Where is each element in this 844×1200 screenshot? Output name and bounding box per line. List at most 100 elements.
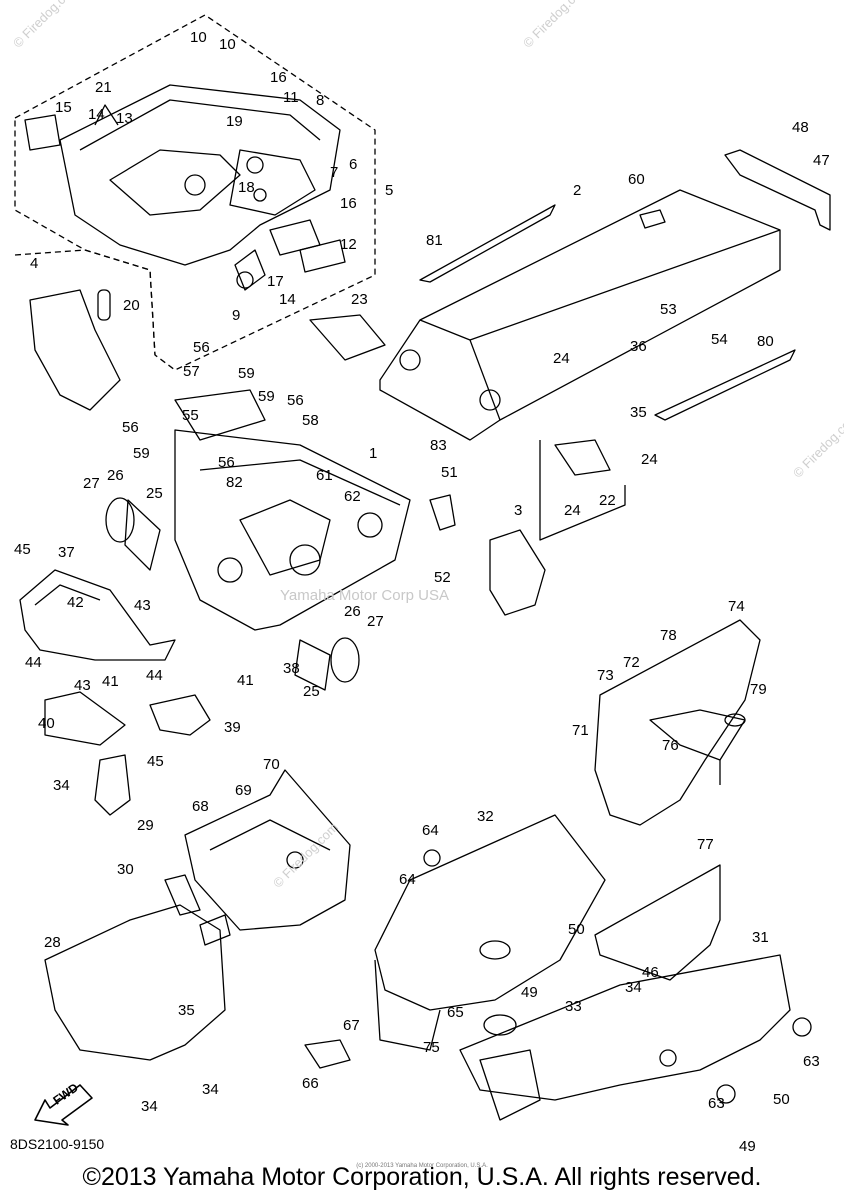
callout-label-56b: 56 (287, 392, 304, 409)
callout-label-26b: 26 (344, 603, 361, 620)
callout-label-25a: 25 (146, 485, 163, 502)
callout-label-61: 61 (316, 467, 333, 484)
callout-label-32: 32 (477, 808, 494, 825)
callout-label-24a: 24 (553, 350, 570, 367)
callout-label-60: 60 (628, 171, 645, 188)
callout-label-68: 68 (192, 798, 209, 815)
callout-label-83: 83 (430, 437, 447, 454)
callout-label-46: 46 (642, 964, 659, 981)
callout-label-73: 73 (597, 667, 614, 684)
callout-label-50b: 50 (773, 1091, 790, 1108)
callout-label-36: 36 (630, 338, 647, 355)
callout-label-27b: 27 (367, 613, 384, 630)
callout-label-41b: 41 (237, 672, 254, 689)
callout-label-18: 18 (238, 179, 255, 196)
callout-label-59a: 59 (238, 365, 255, 382)
group-5-dashed-outline (14, 14, 376, 371)
part-code: 8DS2100-9150 (10, 1136, 105, 1152)
callout-label-81: 81 (426, 232, 443, 249)
small-copyright: (c) 2000-2013 Yamaha Motor Corporation, … (356, 1163, 488, 1169)
callout-label-51: 51 (441, 464, 458, 481)
callout-label-3: 3 (514, 502, 523, 519)
lower-cowl-28 (44, 904, 226, 1061)
callout-label-14b: 14 (279, 291, 296, 308)
callout-label-47: 47 (813, 152, 830, 169)
callout-label-49a: 49 (521, 984, 538, 1001)
callout-label-14a: 14 (88, 106, 105, 123)
callout-label-7: 7 (330, 164, 339, 181)
callout-label-34d: 34 (141, 1098, 158, 1115)
callout-label-66: 66 (302, 1075, 319, 1092)
callout-label-62: 62 (344, 488, 361, 505)
callout-label-72: 72 (623, 654, 640, 671)
callout-label-56a: 56 (193, 339, 210, 356)
callout-label-57: 57 (183, 363, 200, 380)
callout-label-24b: 24 (641, 451, 658, 468)
strip-80 (654, 349, 796, 421)
callout-label-24c: 24 (564, 502, 581, 519)
callout-label-82: 82 (226, 474, 243, 491)
callout-label-75: 75 (423, 1039, 440, 1056)
callout-label-64b: 64 (399, 871, 416, 888)
callout-label-48: 48 (792, 119, 809, 136)
callout-label-78: 78 (660, 627, 677, 644)
front-frame-top (59, 84, 341, 266)
callout-label-43b: 43 (74, 677, 91, 694)
callout-label-63a: 63 (803, 1053, 820, 1070)
callout-label-17: 17 (267, 273, 284, 290)
callout-label-19: 19 (226, 113, 243, 130)
callout-label-43a: 43 (134, 597, 151, 614)
callout-label-27a: 27 (83, 475, 100, 492)
callout-label-34a: 34 (53, 777, 70, 794)
callout-label-56d: 56 (218, 454, 235, 471)
callout-label-29: 29 (137, 817, 154, 834)
callout-label-80: 80 (757, 333, 774, 350)
callout-label-13: 13 (116, 110, 133, 127)
callout-label-10a: 10 (190, 29, 207, 46)
callout-label-30: 30 (117, 861, 134, 878)
callout-label-39: 39 (224, 719, 241, 736)
callout-label-12: 12 (340, 236, 357, 253)
callout-label-5: 5 (385, 182, 394, 199)
callout-label-45a: 45 (14, 541, 31, 558)
callout-label-49b: 49 (739, 1138, 756, 1155)
strip-81 (419, 204, 556, 283)
callout-label-16a: 16 (270, 69, 287, 86)
bumper-37 (19, 569, 176, 661)
callout-label-15: 15 (55, 99, 72, 116)
callout-label-71: 71 (572, 722, 589, 739)
callout-label-4: 4 (30, 255, 39, 272)
callout-label-23: 23 (351, 291, 368, 308)
callout-label-21: 21 (95, 79, 112, 96)
callout-label-40: 40 (38, 715, 55, 732)
callout-label-37: 37 (58, 544, 75, 561)
callout-label-79: 79 (750, 681, 767, 698)
callout-label-35a: 35 (630, 404, 647, 421)
skid-31 (459, 954, 791, 1101)
callout-label-1: 1 (369, 445, 378, 462)
bracket-4 (29, 289, 121, 411)
callout-label-45b: 45 (147, 753, 164, 770)
center-watermark: Yamaha Motor Corp USA (280, 587, 449, 604)
bracket-3 (489, 529, 546, 616)
callout-label-63b: 63 (708, 1095, 725, 1112)
callout-label-6: 6 (349, 156, 358, 173)
fwd-arrow-icon (34, 1084, 93, 1126)
callout-label-20: 20 (123, 297, 140, 314)
panel-77 (594, 864, 721, 981)
callout-label-41a: 41 (102, 673, 119, 690)
callout-label-8: 8 (316, 92, 325, 109)
callout-label-44b: 44 (146, 667, 163, 684)
copyright-notice: ©2013 Yamaha Motor Corporation, U.S.A. A… (82, 1163, 762, 1191)
side-panel-74 (594, 619, 761, 826)
callout-label-10b: 10 (219, 36, 236, 53)
callout-label-77: 77 (697, 836, 714, 853)
callout-label-2: 2 (573, 182, 582, 199)
callout-label-54: 54 (711, 331, 728, 348)
callout-label-69: 69 (235, 782, 252, 799)
callout-label-9: 9 (232, 307, 241, 324)
group-4-dashed-outline (14, 249, 156, 356)
callout-label-70: 70 (263, 756, 280, 773)
frame-1 (174, 429, 411, 631)
callout-label-11: 11 (283, 89, 299, 106)
